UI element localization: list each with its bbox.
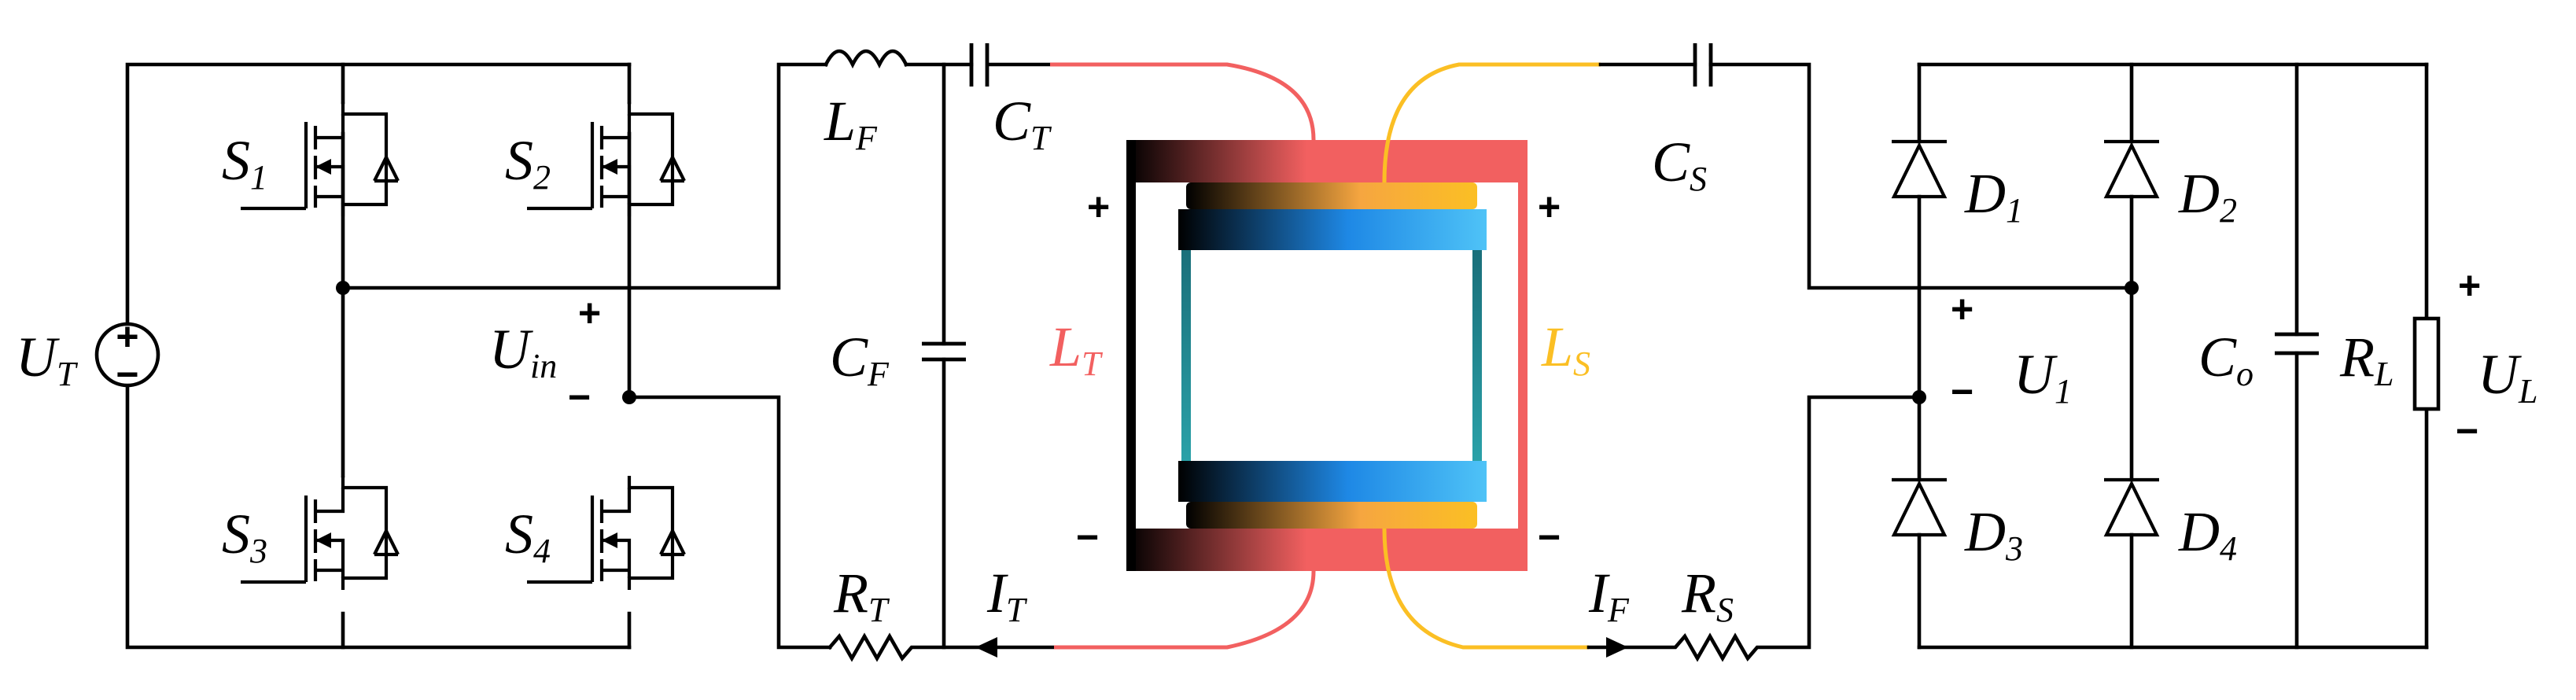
u1-minus: − bbox=[1951, 370, 1973, 414]
label-l-s: LS bbox=[1541, 315, 1590, 383]
lt-plus: + bbox=[1087, 185, 1110, 229]
label-i-f: IF bbox=[1588, 562, 1630, 629]
uin-minus: − bbox=[568, 375, 591, 419]
node-dot bbox=[622, 390, 636, 404]
label-r-l: RL bbox=[2339, 326, 2394, 393]
u1-plus: + bbox=[1951, 287, 1973, 331]
secondary-network bbox=[1587, 43, 2134, 662]
label-u-t: UT bbox=[16, 326, 79, 393]
lt-minus: − bbox=[1076, 515, 1099, 559]
label-d1: D1 bbox=[1964, 162, 2023, 230]
uin-plus: + bbox=[578, 291, 601, 335]
ls-plus: + bbox=[1538, 185, 1561, 229]
rectifier bbox=[1891, 62, 2441, 650]
label-d3: D3 bbox=[1964, 500, 2023, 568]
coupler bbox=[1050, 62, 1601, 650]
node-dot bbox=[336, 281, 350, 295]
label-c-s: CS bbox=[1652, 131, 1707, 198]
ul-minus: − bbox=[2456, 409, 2478, 453]
source-plus: + bbox=[116, 315, 138, 359]
label-i-t: IT bbox=[986, 562, 1028, 629]
label-c-t: CT bbox=[993, 90, 1052, 157]
mosfet-s4 bbox=[527, 476, 684, 590]
primary-network bbox=[823, 43, 1056, 662]
label-d4: D4 bbox=[2178, 500, 2237, 568]
mosfet-s2 bbox=[527, 102, 684, 216]
label-s3: S3 bbox=[222, 503, 267, 570]
source-minus: − bbox=[116, 352, 138, 396]
label-s2: S2 bbox=[505, 129, 551, 197]
label-l-t: LT bbox=[1049, 315, 1104, 383]
label-r-s: RS bbox=[1681, 562, 1734, 629]
node-dot bbox=[1912, 390, 1926, 404]
ul-plus: + bbox=[2458, 263, 2481, 308]
label-l-f: LF bbox=[824, 90, 878, 157]
label-d2: D2 bbox=[2178, 162, 2237, 230]
label-s4: S4 bbox=[505, 503, 551, 570]
label-u1: U1 bbox=[2014, 343, 2072, 411]
ls-minus: − bbox=[1538, 515, 1561, 559]
dc-source: + − bbox=[94, 315, 160, 396]
label-s1: S1 bbox=[222, 129, 267, 197]
label-r-t: RT bbox=[833, 562, 890, 629]
node-dot bbox=[2125, 281, 2139, 295]
label-u-in: Uin bbox=[489, 318, 557, 385]
label-c-o: Co bbox=[2198, 326, 2254, 393]
label-u-l: UL bbox=[2478, 343, 2537, 411]
label-c-f: CF bbox=[830, 326, 890, 393]
